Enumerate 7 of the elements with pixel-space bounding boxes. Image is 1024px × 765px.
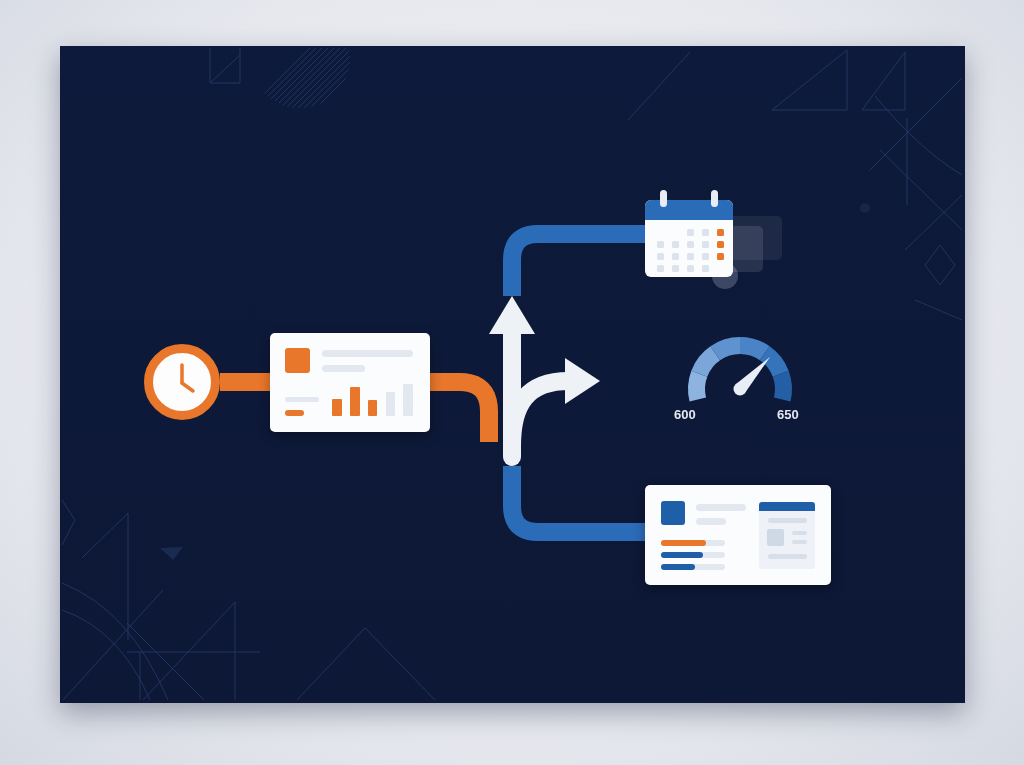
split-arrow-icon: [489, 296, 600, 466]
connector-line: [430, 373, 498, 442]
scale-label: 600: [674, 407, 696, 422]
clock-icon: [144, 344, 220, 420]
connector-line: [220, 373, 270, 391]
scale-label: 650: [777, 407, 799, 422]
info-card: [645, 485, 831, 585]
